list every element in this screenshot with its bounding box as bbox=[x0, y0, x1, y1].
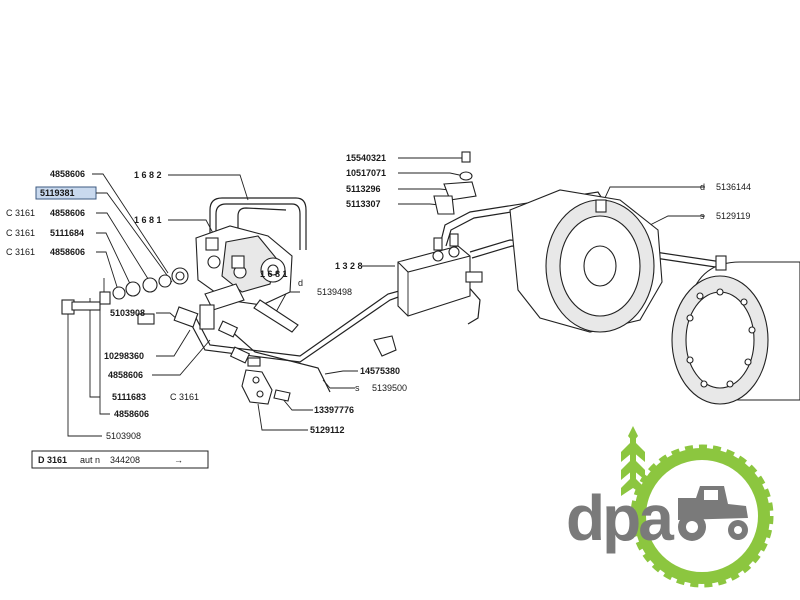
label-10517071[interactable]: 10517071 bbox=[346, 168, 386, 178]
label-1681[interactable]: 1 6 8 1 bbox=[260, 269, 288, 279]
label-5119381[interactable]: 5119381 bbox=[40, 188, 75, 198]
label-4858606[interactable]: 4858606 bbox=[108, 370, 143, 380]
label-5113296[interactable]: 5113296 bbox=[346, 184, 381, 194]
label-13397776[interactable]: 13397776 bbox=[314, 405, 354, 415]
label-5103908[interactable]: 5103908 bbox=[110, 308, 145, 318]
label-c3161: C 3161 bbox=[6, 228, 35, 238]
label-d: d bbox=[298, 278, 303, 288]
part-labels: 4858606 5119381 C 3161 4858606 C 3161 51… bbox=[6, 153, 751, 441]
steering-pump-assembly[interactable] bbox=[195, 225, 299, 333]
label-15540321[interactable]: 15540321 bbox=[346, 153, 386, 163]
label-1681[interactable]: 1 6 8 1 bbox=[134, 215, 162, 225]
label-4858606[interactable]: 4858606 bbox=[50, 169, 85, 179]
label-5103908[interactable]: 5103908 bbox=[106, 431, 141, 441]
label-c3161: C 3161 bbox=[6, 208, 35, 218]
label-s: s bbox=[355, 383, 360, 393]
label-s: s bbox=[700, 211, 705, 221]
label-c3161: C 3161 bbox=[170, 392, 199, 402]
logo-text: dpa bbox=[566, 482, 674, 554]
serial-number: 344208 bbox=[110, 455, 140, 465]
rear-axle-hub[interactable] bbox=[671, 255, 800, 405]
label-1328[interactable]: 1 3 2 8 bbox=[335, 261, 363, 271]
serial-box: D 3161 aut n 344208 → bbox=[31, 450, 209, 469]
gear-ring bbox=[630, 444, 774, 588]
bracket-5129112[interactable] bbox=[241, 369, 291, 405]
label-5111684[interactable]: 5111684 bbox=[50, 228, 84, 238]
hardware-stack-top[interactable] bbox=[433, 151, 477, 215]
serial-prefix: aut n bbox=[80, 455, 100, 465]
label-5113307[interactable]: 5113307 bbox=[346, 199, 381, 209]
label-5111683[interactable]: 5111683 bbox=[112, 392, 146, 402]
leader-lines bbox=[67, 157, 705, 437]
label-5129112[interactable]: 5129112 bbox=[310, 425, 345, 435]
dpa-logo: dpa bbox=[566, 426, 774, 588]
label-4858606[interactable]: 4858606 bbox=[50, 208, 85, 218]
label-10298360[interactable]: 10298360 bbox=[104, 351, 144, 361]
label-4858606[interactable]: 4858606 bbox=[50, 247, 85, 257]
label-d: d bbox=[700, 182, 705, 192]
fitting-stack-left[interactable] bbox=[61, 267, 189, 315]
label-c3161: C 3161 bbox=[6, 247, 35, 257]
arrow-icon: → bbox=[174, 455, 183, 465]
label-1682[interactable]: 1 6 8 2 bbox=[134, 170, 162, 180]
label-14575380[interactable]: 14575380 bbox=[360, 366, 400, 376]
label-5136144[interactable]: 5136144 bbox=[716, 182, 751, 192]
wheat-icon bbox=[621, 426, 645, 496]
fittings-lower-left[interactable] bbox=[137, 304, 261, 367]
label-5139500[interactable]: 5139500 bbox=[372, 383, 407, 393]
tractor-icon bbox=[678, 486, 748, 541]
label-4858606[interactable]: 4858606 bbox=[114, 409, 149, 419]
brake-drum-housing[interactable] bbox=[509, 189, 663, 333]
model-code: D 3161 bbox=[38, 455, 67, 465]
label-5139498[interactable]: 5139498 bbox=[317, 287, 352, 297]
distribution-valve-1328[interactable] bbox=[373, 233, 483, 357]
label-5129119[interactable]: 5129119 bbox=[716, 211, 750, 221]
